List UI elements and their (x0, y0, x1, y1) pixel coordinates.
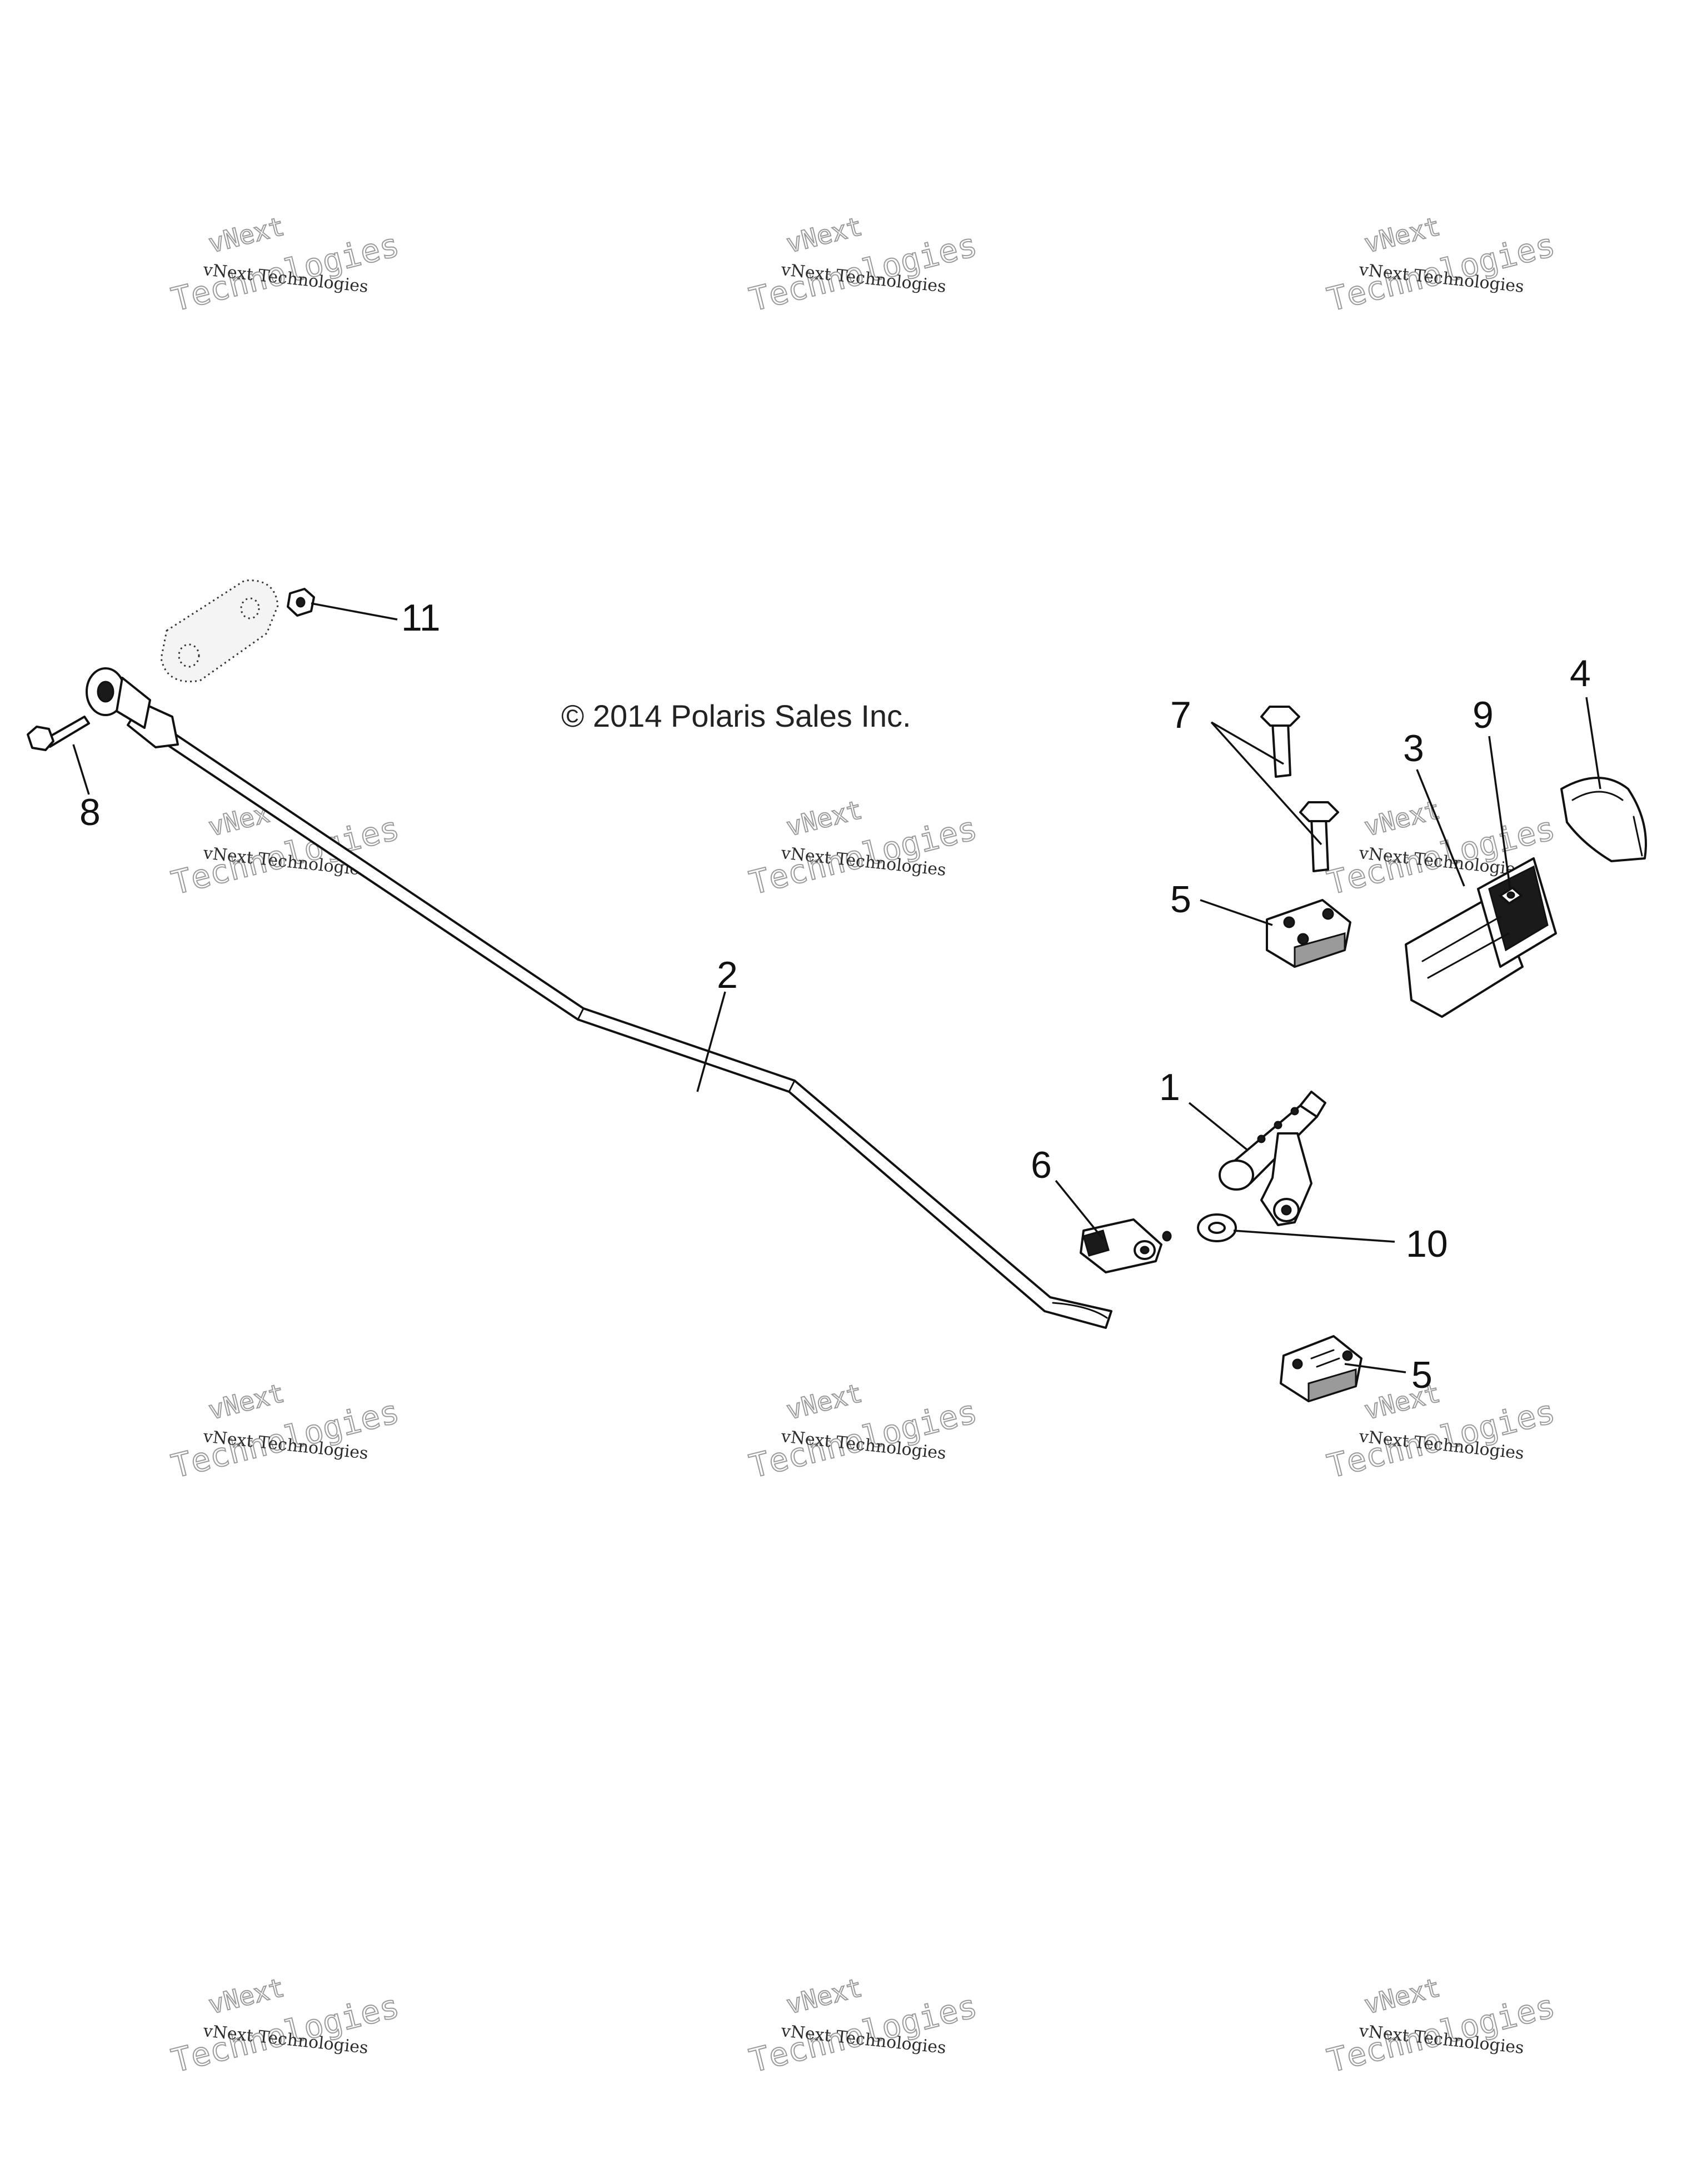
callout-9: 9 (1473, 694, 1494, 736)
callout-4: 4 (1570, 652, 1591, 694)
leader-lines (72, 602, 1601, 1373)
watermark-vnext-outline: vNext (1361, 211, 1443, 259)
callout-6: 6 (1031, 1144, 1052, 1186)
part-1-shift-lever (1219, 1091, 1326, 1226)
part-5-block-lower (1280, 1335, 1362, 1403)
callout-5-lower: 5 (1411, 1354, 1433, 1396)
callout-5-upper: 5 (1170, 878, 1191, 921)
watermark-vnext-outline: vNext (783, 211, 865, 259)
watermark-vnext-outline: vNext (783, 1972, 865, 2020)
part-4-knob (1560, 777, 1647, 862)
callout-8: 8 (79, 791, 101, 833)
watermark-vnext-outline: vNext (783, 1378, 865, 1426)
watermark-vnext-outline: vNext (783, 794, 865, 842)
callout-7: 7 (1170, 694, 1191, 736)
part-8-bolt (27, 716, 90, 751)
watermark-vnext-outline: vNext (206, 1972, 287, 2020)
callout-11: 11 (401, 597, 441, 639)
part-7-bolts (1260, 706, 1339, 872)
watermark-vnext-outline: vNext (206, 1378, 287, 1426)
callout-1: 1 (1159, 1066, 1180, 1108)
part-11-nut-and-bracket (160, 579, 315, 683)
callout-10: 10 (1406, 1223, 1448, 1265)
part-2-shift-rod (86, 667, 1112, 1329)
callout-3: 3 (1403, 727, 1424, 769)
part-9-screw (1499, 887, 1523, 904)
copyright-text: © 2014 Polaris Sales Inc. (561, 698, 911, 733)
watermark-vnext-outline: vNext (1361, 1972, 1443, 2020)
callout-2: 2 (717, 954, 738, 996)
part-6-clip (1080, 1218, 1172, 1273)
part-3-shift-boot (1405, 857, 1557, 1018)
part-5-block-upper (1266, 899, 1351, 968)
watermark-vnext-outline: vNext (206, 211, 287, 259)
part-10-washer (1197, 1213, 1237, 1242)
